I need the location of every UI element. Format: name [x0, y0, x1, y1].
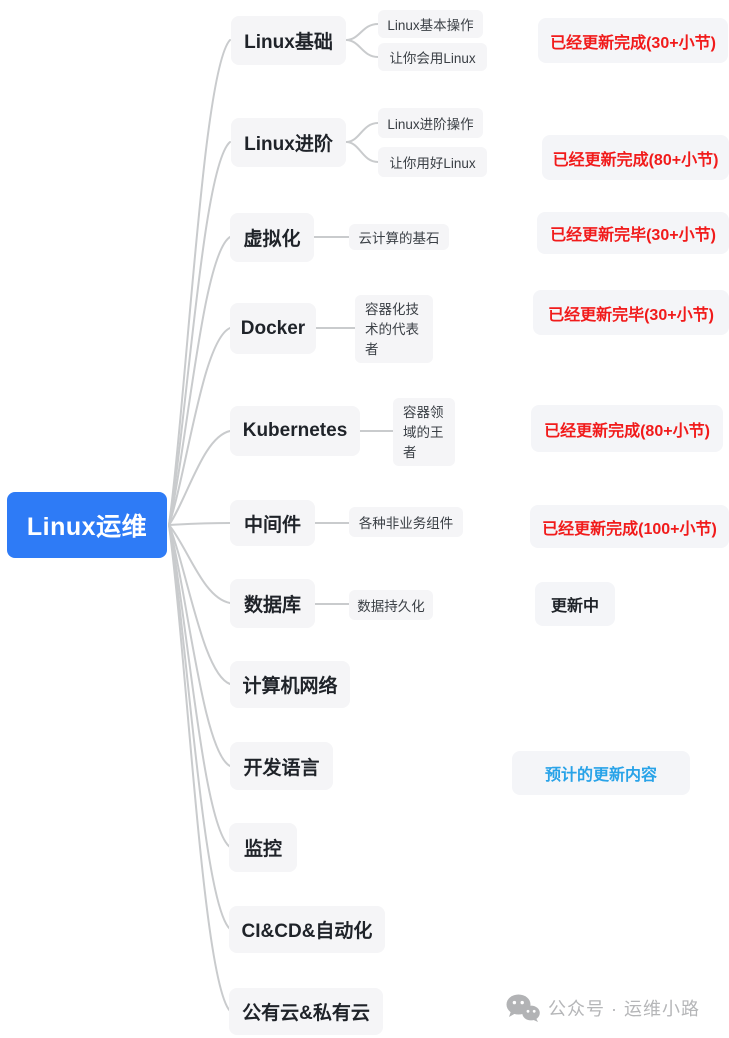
topic-cloud: 公有云&私有云	[229, 988, 383, 1035]
link-root-linux-advanced	[168, 141, 231, 526]
status-badge-planned: 预计的更新内容	[512, 751, 690, 795]
topic-virtualization: 虚拟化	[230, 213, 314, 262]
sub-container-king: 容器领域的王者	[393, 398, 455, 466]
topic-linux-advanced: Linux进阶	[231, 118, 346, 167]
sub-linux-adv-ops: Linux进阶操作	[378, 108, 483, 138]
sub-data-persistence: 数据持久化	[349, 590, 433, 620]
link-root-virtualization	[168, 236, 231, 526]
topic-database: 数据库	[230, 579, 315, 628]
topic-kubernetes: Kubernetes	[230, 406, 360, 456]
link-root-database	[168, 524, 231, 604]
sub-non-business: 各种非业务组件	[349, 507, 463, 537]
link-root-cicd	[168, 524, 231, 930]
status-badge-linux-basics: 已经更新完成(30+小节)	[538, 18, 728, 63]
watermark: 公众号 · 运维小路	[506, 994, 700, 1022]
link-root-kubernetes	[168, 430, 231, 526]
sub-linux-basic-ops: Linux基本操作	[378, 10, 483, 38]
status-badge-virtualization: 已经更新完毕(30+小节)	[537, 212, 729, 254]
status-badge-middleware: 已经更新完成(100+小节)	[530, 505, 729, 548]
link-advanced-child-1	[345, 122, 379, 143]
link-root-middleware	[168, 522, 231, 526]
topic-linux-basics: Linux基础	[231, 16, 346, 65]
status-badge-linux-advanced: 已经更新完成(80+小节)	[542, 135, 729, 180]
link-root-linux-basics	[168, 39, 231, 526]
link-root-dev-language	[168, 524, 231, 767]
sub-linux-use-well: 让你用好Linux	[378, 147, 487, 177]
status-badge-kubernetes: 已经更新完成(80+小节)	[531, 405, 723, 452]
topic-monitoring: 监控	[229, 823, 297, 872]
link-advanced-child-2	[345, 141, 379, 163]
status-badge-database: 更新中	[535, 582, 615, 626]
topic-middleware: 中间件	[230, 500, 315, 546]
topic-dev-language: 开发语言	[230, 742, 333, 790]
link-root-network	[168, 524, 231, 685]
link-basics-child-1	[345, 23, 379, 41]
root-node: Linux运维	[7, 492, 167, 558]
link-basics-child-2	[345, 39, 379, 58]
watermark-text: 公众号 · 运维小路	[548, 999, 700, 1019]
link-root-cloud	[168, 524, 231, 1012]
link-root-docker	[168, 327, 231, 526]
topic-docker: Docker	[230, 303, 316, 354]
sub-linux-can-use: 让你会用Linux	[378, 43, 487, 71]
sub-container-tech: 容器化技术的代表者	[355, 295, 433, 363]
sub-cloud-cornerstone: 云计算的基石	[349, 224, 449, 250]
topic-network: 计算机网络	[230, 661, 350, 708]
link-root-monitoring	[168, 524, 231, 848]
topic-cicd: CI&CD&自动化	[229, 906, 385, 953]
status-badge-docker: 已经更新完毕(30+小节)	[533, 290, 729, 335]
wechat-icon	[506, 994, 540, 1022]
